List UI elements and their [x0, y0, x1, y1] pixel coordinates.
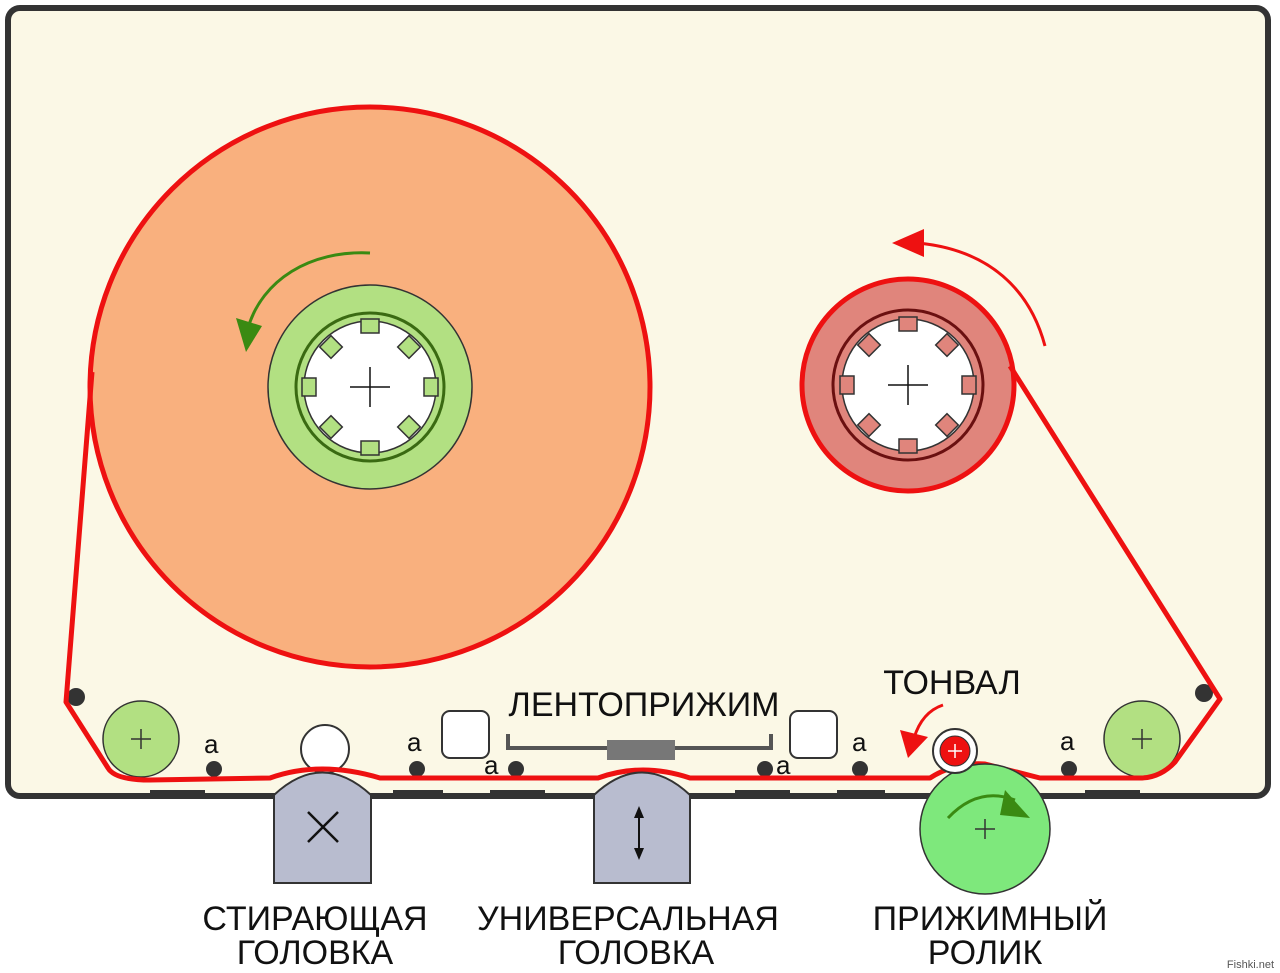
svg-text:a: a: [407, 727, 422, 757]
svg-text:a: a: [776, 750, 791, 780]
svg-text:a: a: [1060, 726, 1075, 756]
rotation-arrow-icon: [900, 703, 944, 758]
universal-head: [593, 771, 691, 884]
takeup-hub-icon: [839, 316, 977, 454]
erase-guide-roller: [300, 724, 350, 774]
svg-text:a: a: [204, 729, 219, 759]
pressure-pad-right-block: [789, 710, 838, 759]
pinch-roller-label-line1: ПРИЖИМНЫЙ: [873, 900, 1108, 938]
rotation-arrow-icon: [236, 251, 371, 352]
pressure-pad-label: ЛЕНТОПРИЖИМ: [509, 686, 780, 724]
supply-hub-icon: [301, 318, 439, 456]
capstan: [900, 703, 978, 774]
pinch-roller: [919, 763, 1051, 895]
rotation-arrow-icon: [946, 790, 1030, 820]
guide-markers: a a a a a a: [204, 726, 1075, 780]
double-arrow-icon: [634, 806, 644, 860]
guide-pins: [67, 684, 1213, 777]
tape-path: [63, 364, 1223, 783]
erase-head: [273, 771, 372, 884]
universal-head-label-line1: УНИВЕРСАЛЬНАЯ: [477, 900, 779, 938]
pressure-pad-left-block: [441, 710, 490, 759]
erase-head-label-line2: ГОЛОВКА: [237, 934, 394, 972]
capstan-label: ТОНВАЛ: [883, 664, 1021, 702]
pinch-roller-label-line2: РОЛИК: [928, 934, 1043, 972]
takeup-reel: [799, 229, 1047, 494]
rotation-arrow-icon: [892, 229, 1047, 347]
universal-head-label-line2: ГОЛОВКА: [558, 934, 715, 972]
svg-text:a: a: [484, 750, 499, 780]
pressure-pad-felt: [607, 740, 675, 760]
supply-reel: [87, 104, 653, 670]
cross-icon: [307, 811, 339, 843]
left-corner-roller: [102, 700, 180, 778]
erase-head-label-line1: СТИРАЮЩАЯ: [202, 900, 427, 938]
svg-text:a: a: [852, 727, 867, 757]
watermark: Fishki.net: [1227, 959, 1274, 971]
bottom-slots: [150, 790, 1140, 798]
